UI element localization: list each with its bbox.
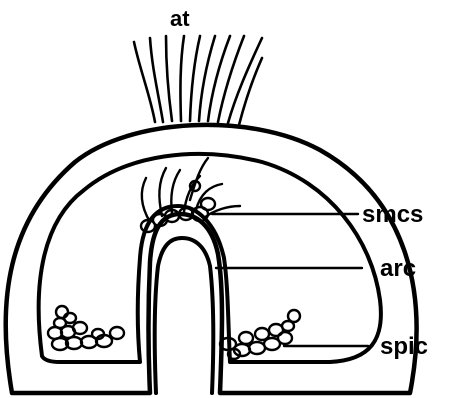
archenteron bbox=[155, 238, 214, 393]
secondary-mesenchyme-cells bbox=[141, 158, 240, 232]
spicule-cells-left bbox=[48, 306, 124, 350]
label-arc: arc bbox=[380, 255, 416, 282]
label-smcs: smcs bbox=[362, 201, 423, 228]
spicule-cells-right bbox=[220, 310, 300, 359]
blastocoel-outline bbox=[39, 154, 381, 362]
outer-ectoderm bbox=[6, 125, 417, 393]
apical-tuft-cilia bbox=[134, 36, 262, 125]
label-spic: spic bbox=[380, 333, 428, 360]
label-at: at bbox=[170, 6, 190, 31]
